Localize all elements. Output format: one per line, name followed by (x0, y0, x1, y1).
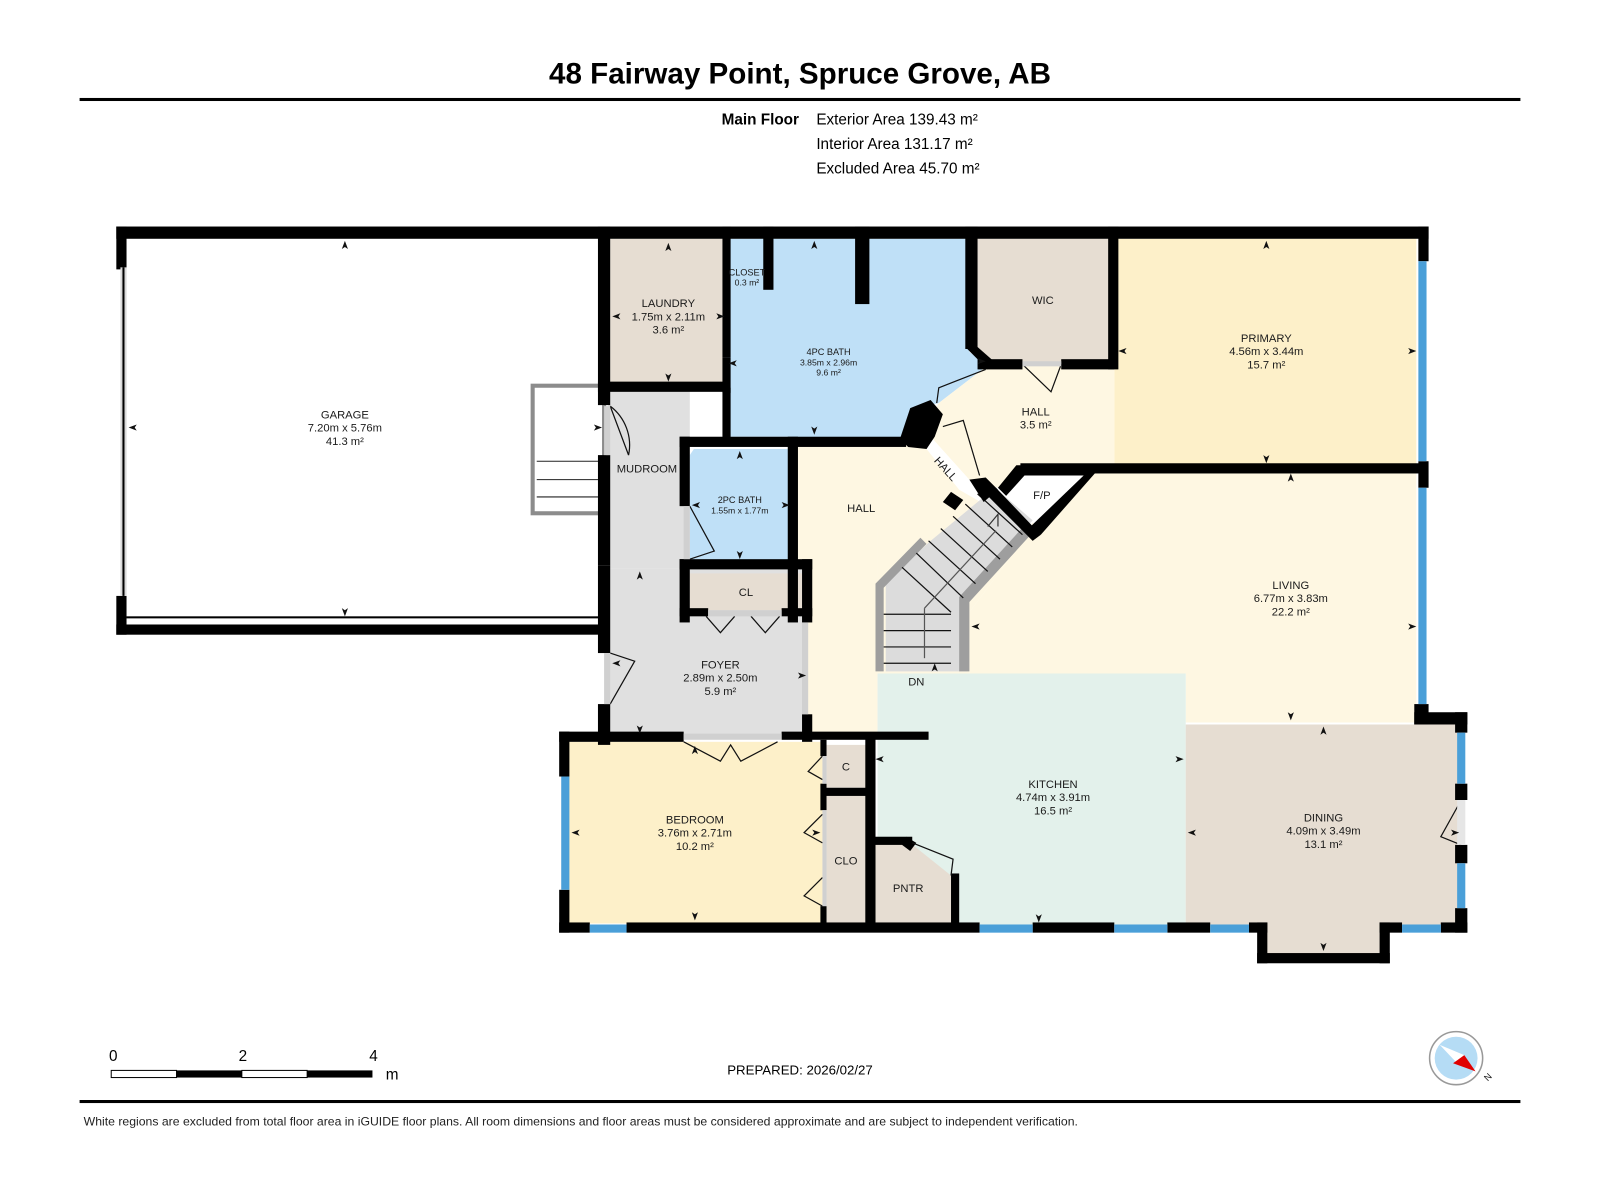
exterior-area: Exterior Area 139.43 m² (816, 111, 978, 128)
kitchen-dims: 4.74m x 3.91m (1016, 792, 1090, 804)
room-hall-upper (923, 365, 1115, 488)
room-c (826, 744, 868, 788)
room-4pc-bath (726, 238, 988, 441)
scale-tick-4: 4 (369, 1048, 378, 1065)
bath4-dims: 3.85m x 2.96m (800, 357, 857, 367)
door-swings (609, 363, 1462, 907)
room-laundry (610, 238, 727, 386)
c-label: C (842, 761, 850, 773)
header-rule (79, 97, 1521, 102)
dining-door-opening (1457, 800, 1466, 845)
room-bedroom (567, 741, 823, 924)
room-labels: GARAGE 7.20m x 5.76m 41.3 m² LAUNDRY 1.7… (308, 268, 1361, 895)
room-clo (826, 793, 868, 925)
garage-dims: 7.20m x 5.76m (308, 423, 382, 435)
foyer-area: 5.9 m² (705, 686, 737, 698)
dimension-arrows (128, 240, 1460, 952)
bedroom-label: BEDROOM (666, 814, 724, 826)
room-2pc-bath (689, 448, 792, 562)
garage-label: GARAGE (321, 409, 369, 421)
room-fills (122, 232, 1462, 960)
staircase (875, 487, 1033, 672)
room-wic (977, 238, 1111, 364)
laundry-dims: 1.75m x 2.11m (632, 311, 705, 323)
floor-label: Main Floor (722, 111, 799, 128)
foyer-label: FOYER (701, 659, 740, 671)
hall-main-label: HALL (847, 503, 875, 515)
living-label: LIVING (1272, 580, 1309, 592)
room-primary (1114, 238, 1417, 466)
living-area: 22.2 m² (1272, 606, 1310, 618)
bath2-dims: 1.55m x 1.77m (711, 505, 768, 515)
foyer-dims: 2.89m x 2.50m (683, 673, 757, 685)
scale-bar: 0 2 4 m (109, 1048, 398, 1083)
hall-upper-label: HALL (1022, 406, 1050, 418)
laundry-label: LAUNDRY (642, 298, 696, 310)
dining-label: DINING (1304, 812, 1343, 824)
cl-label: CL (739, 587, 753, 599)
bedroom-area: 10.2 m² (676, 841, 714, 853)
room-garage (122, 232, 605, 631)
primary-dims: 4.56m x 3.44m (1229, 346, 1303, 358)
bedroom-dims: 3.76m x 2.71m (658, 828, 732, 840)
garage-steps (530, 383, 607, 516)
living-dims: 6.77m x 3.83m (1254, 593, 1328, 605)
footer-rule (79, 1100, 1521, 1104)
prepared-date: PREPARED: 2026/02/27 (727, 1062, 873, 1077)
scale-tick-0: 0 (109, 1048, 118, 1065)
compass-n-label: N (1482, 1071, 1494, 1083)
primary-label: PRIMARY (1241, 333, 1292, 345)
room-cl (689, 573, 803, 611)
mudroom-label: MUDROOM (617, 463, 677, 475)
interior-area: Interior Area 131.17 m² (816, 136, 972, 153)
pntr-label: PNTR (893, 883, 924, 895)
bath2-label: 2PC BATH (718, 495, 762, 505)
scale-tick-2: 2 (239, 1048, 248, 1065)
stairs-dn-label: DN (908, 677, 924, 689)
windows (561, 261, 1466, 933)
compass-icon: N (1428, 1030, 1494, 1086)
page-title: 48 Fairway Point, Spruce Grove, AB (549, 58, 1051, 91)
wic-label: WIC (1032, 295, 1054, 307)
dining-area: 13.1 m² (1304, 839, 1342, 851)
room-dining (1185, 724, 1462, 960)
fp-label: F/P (1033, 490, 1050, 502)
dining-dims: 4.09m x 3.49m (1286, 826, 1360, 838)
primary-area: 15.7 m² (1247, 359, 1285, 371)
kitchen-area: 16.5 m² (1034, 805, 1072, 817)
closet-label: CLOSET (729, 268, 766, 278)
bath4-area: 9.6 m² (816, 368, 841, 378)
room-living (969, 471, 1417, 723)
room-pntr (873, 842, 952, 925)
walls (116, 226, 1468, 964)
closet-area: 0.3 m² (735, 278, 760, 288)
thresholds (604, 361, 1062, 907)
scale-unit: m (386, 1067, 399, 1084)
garage-area: 41.3 m² (326, 436, 364, 448)
clo-label: CLO (834, 855, 857, 867)
footer-disclaimer: White regions are excluded from total fl… (84, 1115, 1078, 1129)
laundry-area: 3.6 m² (652, 325, 684, 337)
excluded-area: Excluded Area 45.70 m² (816, 160, 979, 177)
bath4-label: 4PC BATH (806, 347, 850, 357)
kitchen-label: KITCHEN (1028, 779, 1077, 791)
hall-upper-area: 3.5 m² (1020, 420, 1052, 432)
